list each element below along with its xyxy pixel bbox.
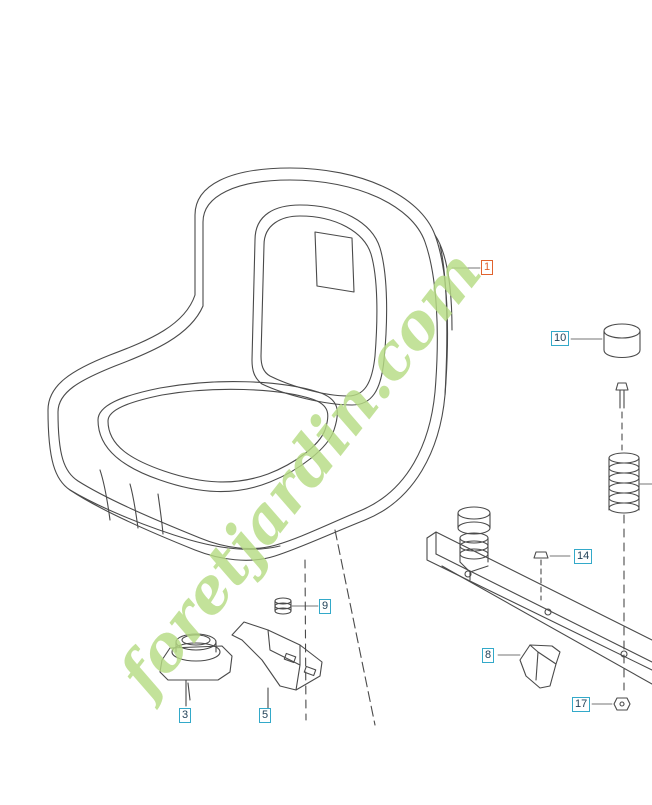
isolator-part[interactable] (570, 323, 641, 359)
nut-part-14[interactable] (533, 551, 571, 601)
rail-damper-part[interactable] (457, 506, 491, 581)
large-spring-part[interactable] (608, 452, 652, 691)
callout-8[interactable]: 8 (482, 648, 495, 663)
callout-5[interactable]: 5 (259, 708, 272, 723)
small-spring-part[interactable] (274, 597, 319, 615)
stop-bracket-part[interactable] (497, 644, 561, 689)
seat-part[interactable] (47, 167, 453, 726)
callout-1[interactable]: 1 (481, 260, 494, 275)
callout-3[interactable]: 3 (179, 708, 192, 723)
seat-bracket-part[interactable] (231, 621, 323, 709)
seat-switch-part[interactable] (159, 633, 233, 707)
callout-17[interactable]: 17 (572, 697, 591, 712)
seat-rail-frame (426, 531, 652, 685)
callout-10[interactable]: 10 (551, 331, 570, 346)
nut-part-17[interactable] (591, 697, 631, 711)
callout-9[interactable]: 9 (319, 599, 332, 614)
callout-14[interactable]: 14 (574, 549, 593, 564)
bolt-part[interactable] (615, 382, 629, 451)
